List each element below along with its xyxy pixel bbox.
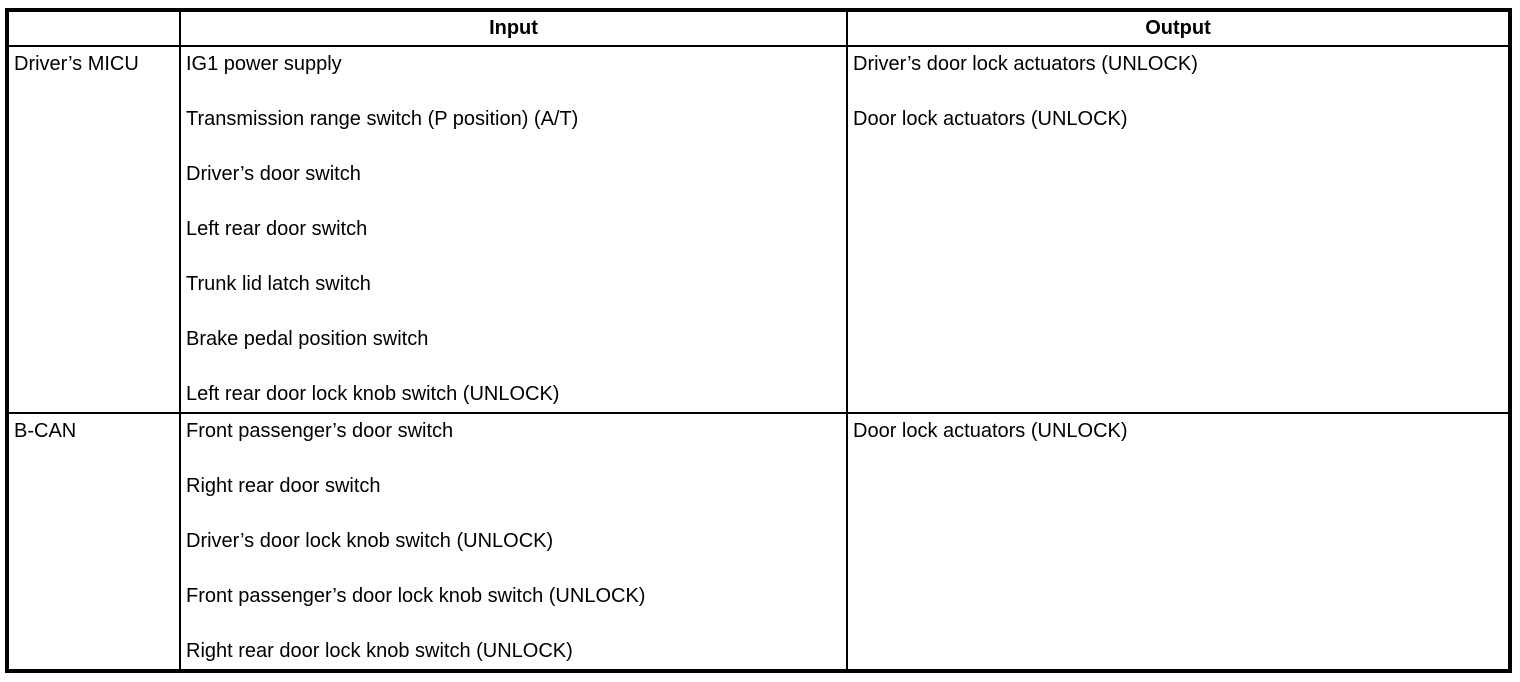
table-row-b-can: B-CAN Front passenger’s door switch Righ… [6,412,1511,672]
input-item: Front passenger’s door switch [186,420,454,442]
output-cell: Driver’s door lock actuators (UNLOCK) Do… [846,45,1511,414]
input-cell: Front passenger’s door switch Right rear… [179,412,848,672]
input-item: Transmission range switch (P position) (… [186,108,579,130]
input-output-table: Input Output Driver’s MICU IG1 power sup… [5,8,1512,673]
output-item: Driver’s door lock actuators (UNLOCK) [853,53,1198,75]
output-cell: Door lock actuators (UNLOCK) [846,412,1511,672]
source-label: B-CAN [14,420,77,442]
source-cell: B-CAN [6,412,181,672]
output-column-header: Output [846,9,1511,47]
input-column-header: Input [179,9,848,47]
input-item: Driver’s door lock knob switch (UNLOCK) [186,530,554,552]
input-item: Left rear door switch [186,218,368,240]
table-row-drivers-micu: Driver’s MICU IG1 power supply Transmiss… [6,45,1511,414]
source-cell: Driver’s MICU [6,45,181,414]
input-item: Trunk lid latch switch [186,273,371,295]
input-item: IG1 power supply [186,53,342,75]
input-item: Driver’s door switch [186,163,361,185]
input-item: Front passenger’s door lock knob switch … [186,585,646,607]
source-label: Driver’s MICU [14,53,139,75]
output-item: Door lock actuators (UNLOCK) [853,108,1128,130]
input-item: Brake pedal position switch [186,328,429,350]
input-item: Right rear door switch [186,475,381,497]
input-item: Left rear door lock knob switch (UNLOCK) [186,383,560,405]
input-item: Right rear door lock knob switch (UNLOCK… [186,640,573,662]
source-column-header [6,9,181,47]
input-cell: IG1 power supply Transmission range swit… [179,45,848,414]
output-item: Door lock actuators (UNLOCK) [853,420,1128,442]
header-row: Input Output [6,9,1511,47]
